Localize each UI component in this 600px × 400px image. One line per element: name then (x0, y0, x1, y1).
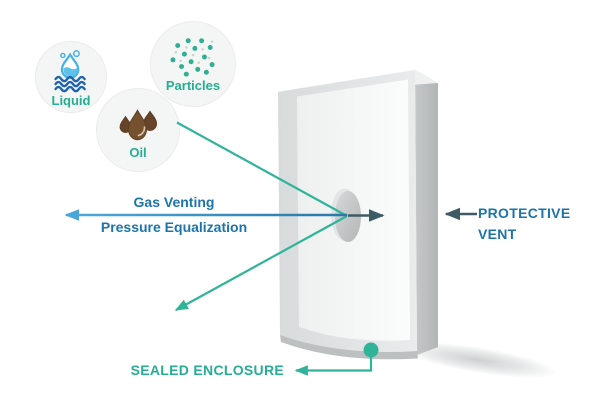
enclosure-bottom-face (280, 335, 418, 360)
protective-vent-label: PROTECTIVE VENT (478, 203, 570, 245)
enclosure-shadow (398, 342, 558, 378)
gas-venting-label: Gas Venting (133, 194, 215, 210)
sealed-enclosure-dot (363, 342, 379, 358)
contaminant-label-particles: Particles (165, 77, 221, 93)
enclosure-right-face (415, 70, 438, 355)
protective-vent-label-line1: PROTECTIVE (478, 205, 571, 221)
contaminant-circle-particles: Particles (150, 21, 236, 107)
contaminant-circle-liquid: Liquid (35, 41, 107, 113)
protective-vent-label-line2: VENT (478, 226, 517, 242)
particles-icon (170, 37, 215, 77)
vent-disc-rim (331, 188, 358, 241)
oil-drops-icon (119, 108, 158, 140)
contaminant-circle-oil: Oil (96, 88, 180, 172)
water-drop-waves-icon (54, 49, 86, 92)
enclosure-front-panel (297, 79, 410, 341)
vent-disc (335, 191, 361, 242)
contaminant-label-oil: Oil (129, 144, 147, 160)
sealed-enclosure-label: SEALED ENCLOSURE (130, 362, 284, 378)
sealed-enclosure-connector (294, 352, 373, 376)
contaminant-label-liquid: Liquid (51, 92, 91, 108)
enclosure-top-face (278, 70, 438, 95)
enclosure-front-rim (278, 70, 417, 352)
pressure-equalization-label: Pressure Equalization (100, 219, 248, 235)
